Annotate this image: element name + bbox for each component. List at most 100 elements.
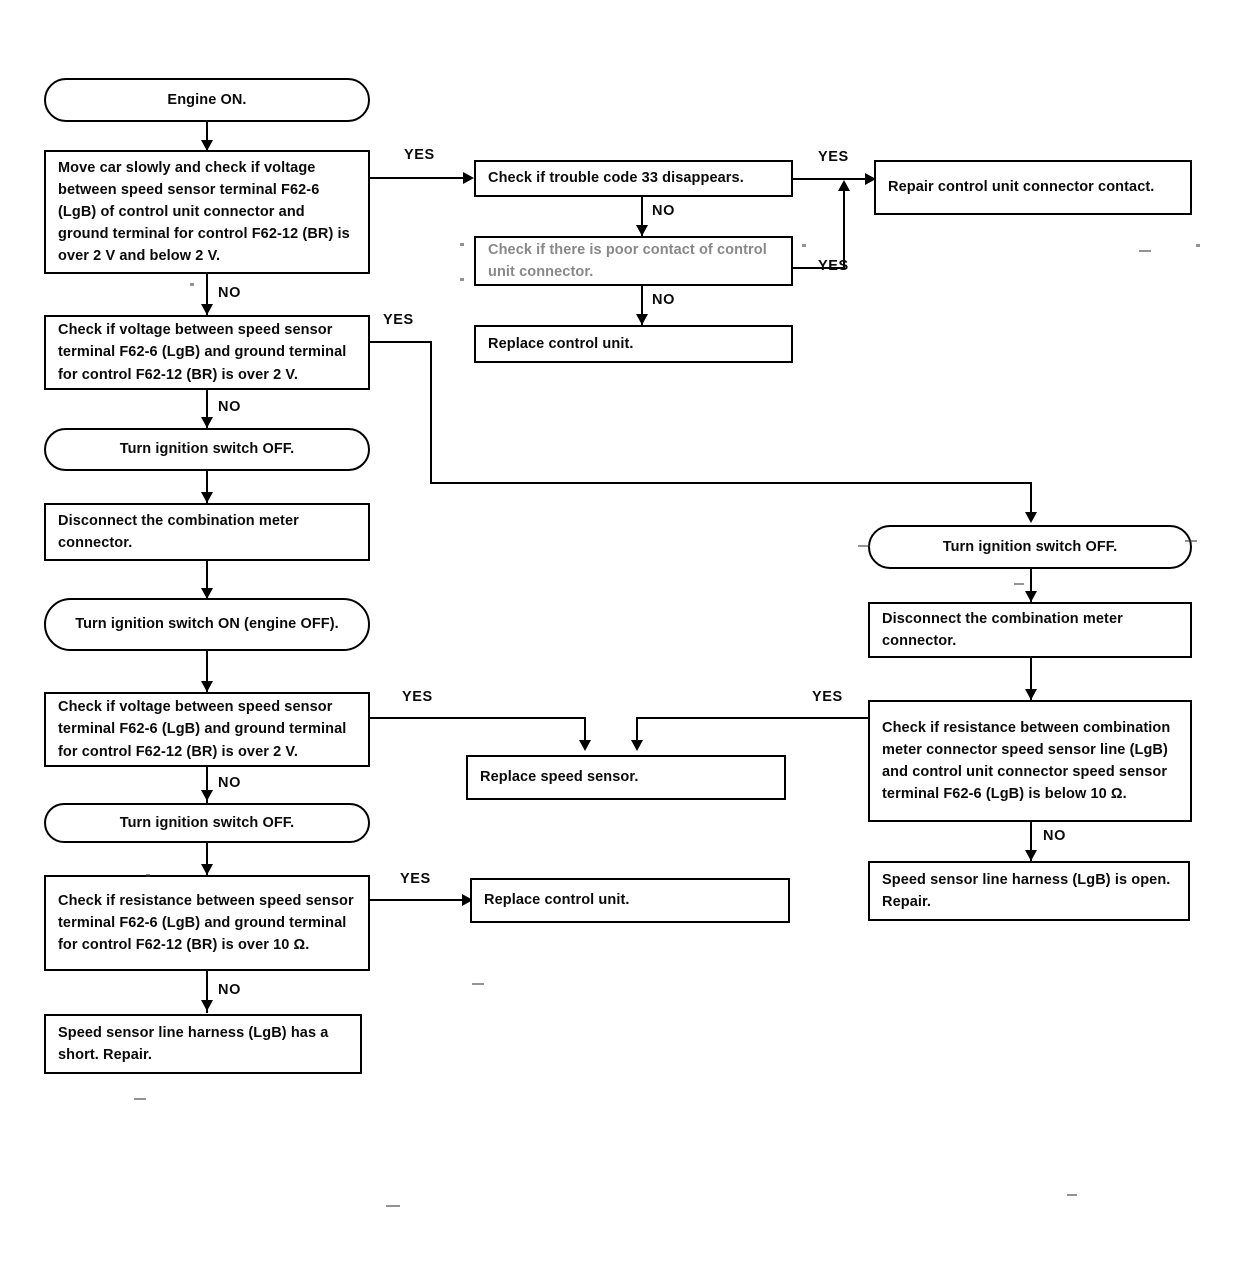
edge-move-car-no [206,274,208,316]
scan-speck [1014,583,1024,585]
node-check-resistance-10ohm: Check if resistance between speed sensor… [44,875,370,971]
edge-label-voltage-b-no: NO [218,775,241,791]
arrowhead-resistance-yes [462,894,473,906]
node-replace-speed-sensor: Replace speed sensor. [466,755,786,800]
node-check-poor-contact-label: Check if there is poor contact of contro… [488,241,767,280]
edge-label-poorcontact-no: NO [652,292,675,308]
node-check-voltage-2v-b: Check if voltage between speed sensor te… [44,692,370,767]
node-repair-connector-contact: Repair control unit connector contact. [874,160,1192,215]
edge-label-voltage-b-yes: YES [402,689,433,705]
node-disconnect-meter-1-label: Disconnect the combination meter connect… [58,512,299,551]
node-replace-control-unit-bottom: Replace control unit. [470,878,790,923]
edge-disconnect-right-to-resistance [1030,658,1032,702]
scan-speck [472,983,484,985]
scan-speck [134,1098,146,1100]
edge-label-code33-no: NO [652,203,675,219]
node-replace-speed-sensor-label: Replace speed sensor. [480,769,639,786]
edge-poorcontact-no [641,286,643,326]
scan-speck [190,283,194,286]
arrowhead-code33-no [636,225,648,236]
node-turn-ign-off-1: Turn ignition switch OFF. [44,428,370,471]
node-disconnect-meter-right: Disconnect the combination meter connect… [868,602,1192,658]
edge-label-voltage-a-no: NO [218,399,241,415]
arrowhead-ign-off-right-to-disconnect [1025,591,1037,602]
scan-speck [146,874,150,877]
edge-voltage-a-yes-seg3 [430,482,1032,484]
arrowhead-ign-off-2-to-resistance [201,864,213,875]
node-turn-ign-off-1-label: Turn ignition switch OFF. [119,441,295,458]
edge-ign-off-right-to-disconnect [1030,569,1032,602]
node-check-voltage-2v-a-label: Check if voltage between speed sensor te… [58,322,347,383]
edge-ign-on-to-voltage-b [206,651,208,693]
scan-speck [1196,244,1200,247]
edge-poorcontact-yes-seg2 [843,186,845,269]
edge-right-resistance-yes-seg2 [636,717,638,744]
node-repair-connector-contact-label: Repair control unit connector contact. [888,179,1155,196]
edge-voltage-a-no [206,390,208,428]
edge-voltage-b-yes-seg1 [370,717,586,719]
edge-label-code33-yes: YES [818,149,849,165]
node-turn-ign-on-engine-off: Turn ignition switch ON (engine OFF). [44,598,370,651]
scan-speck [858,545,870,547]
node-disconnect-meter-1: Disconnect the combination meter connect… [44,503,370,561]
edge-right-resistance-no [1030,822,1032,862]
node-replace-control-unit-top: Replace control unit. [474,325,793,363]
edge-right-resistance-yes-seg1 [636,717,870,719]
node-check-voltage-2v-b-label: Check if voltage between speed sensor te… [58,699,347,760]
node-replace-control-unit-bottom-label: Replace control unit. [484,892,630,909]
edge-code33-no [641,197,643,237]
scan-speck [460,278,464,281]
node-move-car-check-label: Move car slowly and check if voltage bet… [58,159,350,265]
scan-speck [1185,540,1197,542]
node-turn-ign-off-right-label: Turn ignition switch OFF. [942,538,1118,555]
arrowhead-code33-yes [865,173,876,185]
node-harness-open-label: Speed sensor line harness (LgB) is open.… [882,871,1171,910]
arrowhead-voltage-a-no [201,417,213,428]
node-engine-on: Engine ON. [44,78,370,122]
arrowhead-engine-on-to-move-car [201,140,213,151]
scan-speck [1067,1194,1077,1196]
arrowhead-disconnect-right-to-resistance [1025,689,1037,700]
node-turn-ign-off-right: Turn ignition switch OFF. [868,525,1192,569]
edge-label-move-car-no: NO [218,285,241,301]
edge-voltage-a-yes-seg4 [1030,482,1032,518]
edge-disconnect-1-to-ign-on [206,561,208,599]
edge-label-move-car-yes: YES [404,147,435,163]
scan-speck [386,1205,400,1207]
node-turn-ign-off-2-label: Turn ignition switch OFF. [119,814,295,831]
node-disconnect-meter-right-label: Disconnect the combination meter connect… [882,610,1123,649]
arrowhead-ign-on-to-voltage-b [201,681,213,692]
node-check-voltage-2v-a: Check if voltage between speed sensor te… [44,315,370,390]
edge-label-resistance-yes: YES [400,871,431,887]
node-replace-control-unit-top-label: Replace control unit. [488,335,634,352]
edge-label-voltage-a-yes: YES [383,312,414,328]
node-check-resistance-below-10ohm-label: Check if resistance between combination … [882,719,1171,803]
arrowhead-voltage-b-yes [579,740,591,751]
node-harness-short-label: Speed sensor line harness (LgB) has a sh… [58,1024,329,1063]
edge-code33-yes [793,178,869,180]
arrowhead-right-resistance-no [1025,850,1037,861]
arrowhead-poorcontact-no [636,314,648,325]
arrowhead-right-resistance-yes [631,740,643,751]
node-move-car-check: Move car slowly and check if voltage bet… [44,150,370,274]
node-harness-open: Speed sensor line harness (LgB) is open.… [868,861,1190,921]
edge-label-right-resistance-no: NO [1043,828,1066,844]
arrowhead-move-car-yes [463,172,474,184]
edge-poorcontact-yes-seg1 [793,267,845,269]
node-harness-short: Speed sensor line harness (LgB) has a sh… [44,1014,362,1074]
node-turn-ign-on-engine-off-label: Turn ignition switch ON (engine OFF). [75,616,339,633]
scan-speck [460,243,464,246]
arrowhead-poorcontact-yes [838,180,850,191]
node-engine-on-label: Engine ON. [167,91,247,108]
edge-voltage-b-no [206,767,208,803]
arrowhead-move-car-no [201,304,213,315]
edge-label-poorcontact-yes: YES [818,258,849,274]
edge-label-resistance-no: NO [218,982,241,998]
arrowhead-voltage-a-yes [1025,512,1037,523]
arrowhead-resistance-no [201,1000,213,1011]
node-check-resistance-below-10ohm: Check if resistance between combination … [868,700,1192,822]
arrowhead-voltage-b-no [201,790,213,801]
edge-resistance-yes [370,899,467,901]
node-check-resistance-10ohm-label: Check if resistance between speed sensor… [58,892,354,954]
